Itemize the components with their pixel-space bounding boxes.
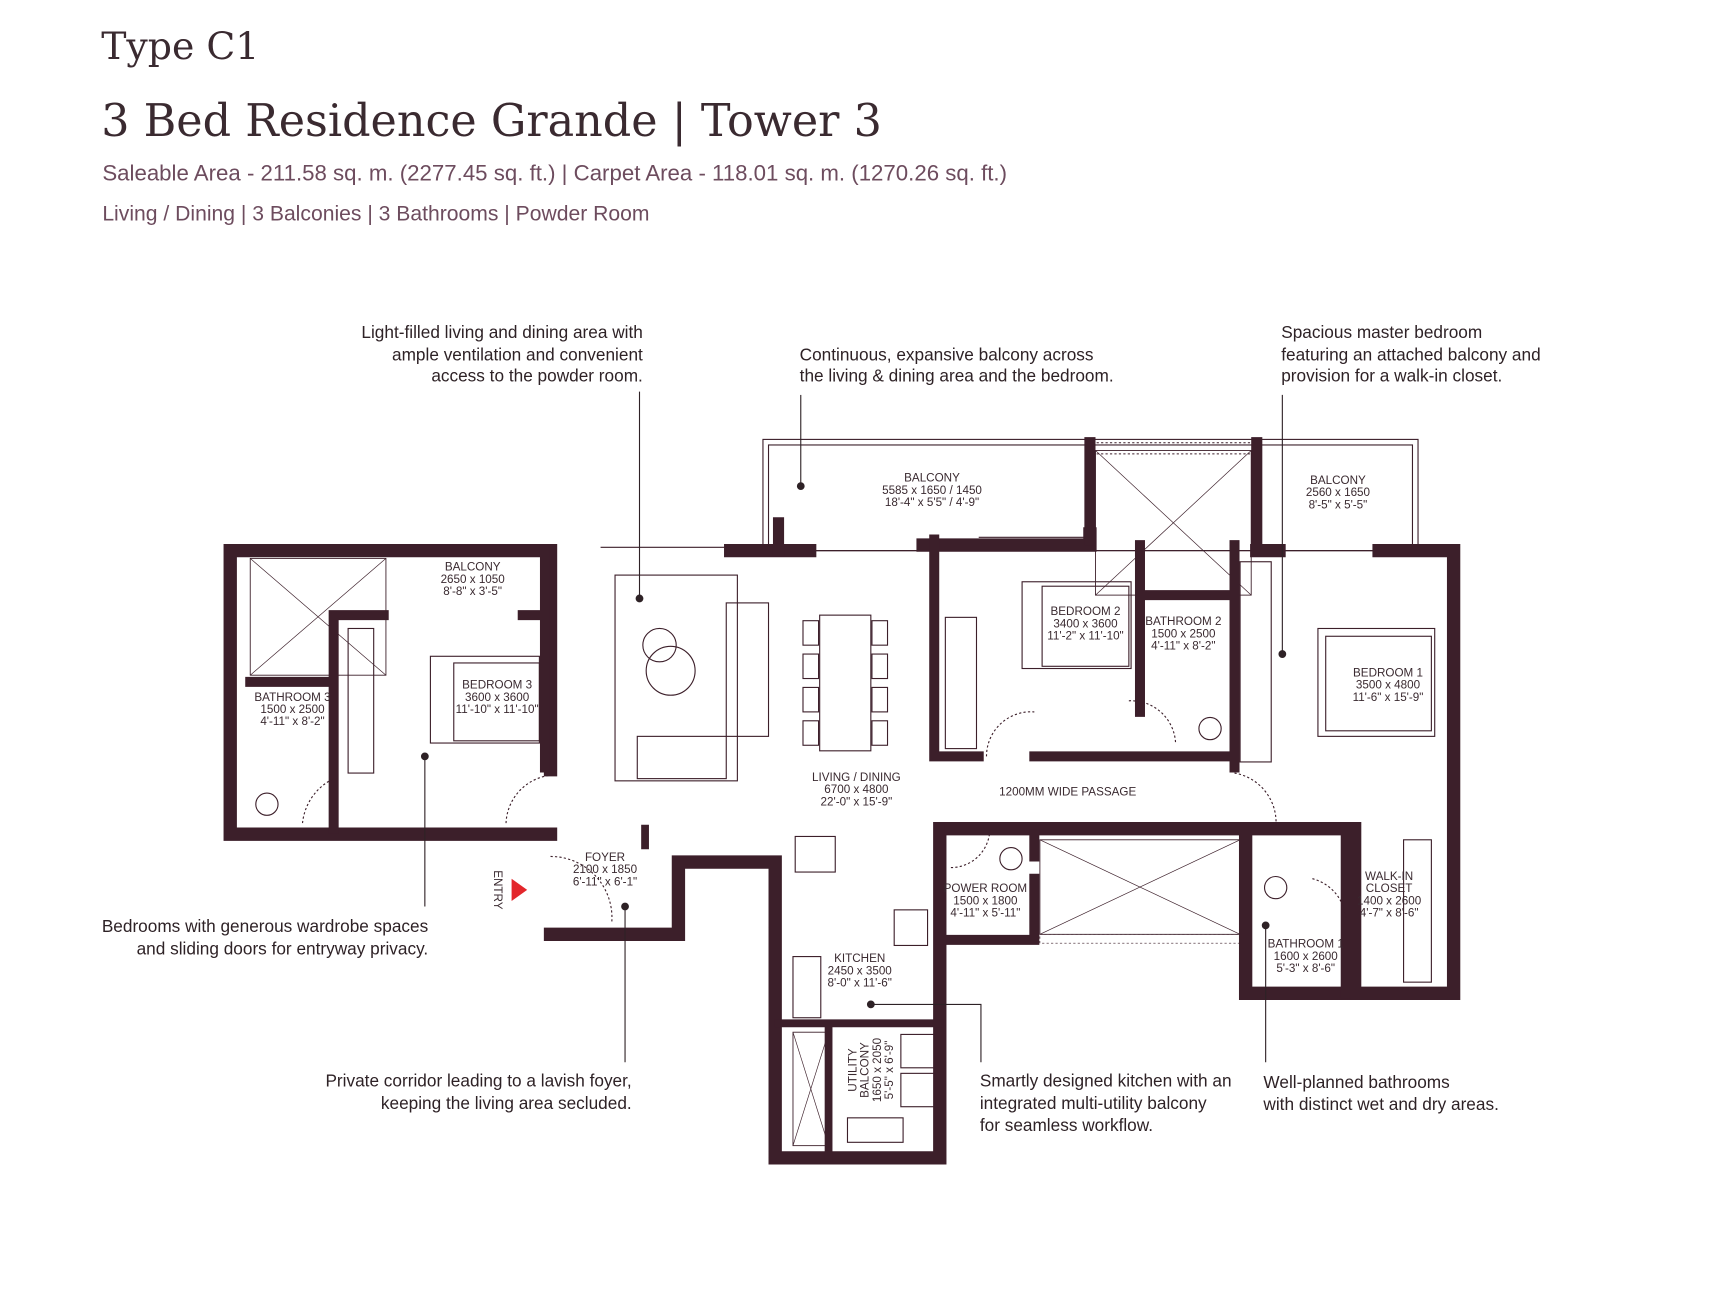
room-dims-ft: 11'-2" x 11'-10" xyxy=(1047,630,1123,643)
room-dims-mm: 3500 x 4800 xyxy=(1356,679,1421,692)
room-dims-ft: 8'-5" x 5'-5" xyxy=(1309,498,1368,511)
feature-summary: Living / Dining | 3 Balconies | 3 Bathro… xyxy=(102,202,649,225)
svg-text:Light-filled living and dining: Light-filled living and dining area with xyxy=(361,322,642,342)
room-name-bedroom3: BEDROOM 3 xyxy=(462,679,532,692)
unit-type: Type C1 xyxy=(101,24,259,68)
room-dims-ft: 18'-4" x 5'5" / 4'-9" xyxy=(885,496,979,509)
room-dims-mm: 6700 x 4800 xyxy=(824,783,889,796)
svg-text:and sliding doors for entryway: and sliding doors for entryway privacy. xyxy=(137,938,429,958)
room-name-power-room: POWER ROOM xyxy=(944,882,1028,895)
callout-kitchen: Smartly designed kitchen with an integra… xyxy=(980,1071,1232,1135)
callout-balcony: Continuous, expansive balcony across the… xyxy=(800,344,1114,385)
shaft-top xyxy=(1095,450,1252,596)
passage-label: 1200MM WIDE PASSAGE xyxy=(999,785,1136,798)
room-dims-ft: 4'-11" x 5'-11" xyxy=(950,907,1020,920)
room-name-bathroom3: BATHROOM 3 xyxy=(254,691,330,704)
room-name-utility-2: BALCONY xyxy=(859,1042,872,1098)
area-summary: Saleable Area - 211.58 sq. m. (2277.45 s… xyxy=(102,160,1007,185)
shaft-utility xyxy=(792,1031,830,1147)
room-dims-mm: 1500 x 2500 xyxy=(1151,627,1216,640)
room-dims-mm: 3400 x 3600 xyxy=(1053,617,1118,630)
room-dims-ft: 5'-3" x 8'-6" xyxy=(1276,962,1335,975)
svg-text:with distinct wet and dry area: with distinct wet and dry areas. xyxy=(1262,1094,1498,1114)
floor-plan: BALCONY 5585 x 1650 / 1450 18'-4" x 5'5"… xyxy=(223,437,1461,1165)
callout-bedrooms: Bedrooms with generous wardrobe spaces a… xyxy=(102,916,428,958)
room-dims-mm: 1650 x 2050 xyxy=(871,1037,884,1102)
room-name-balcony-master: BALCONY xyxy=(1310,474,1366,487)
svg-text:access to the powder room.: access to the powder room. xyxy=(431,366,643,386)
room-dims-mm: 2100 x 1850 xyxy=(573,863,638,876)
room-dims-ft: 11'-10" x 11'-10" xyxy=(456,703,539,716)
callout-corridor: Private corridor leading to a lavish foy… xyxy=(325,1071,631,1113)
callout-bathrooms: Well-planned bathrooms with distinct wet… xyxy=(1262,1072,1498,1114)
svg-text:Well-planned bathrooms: Well-planned bathrooms xyxy=(1263,1072,1449,1092)
shaft-lower xyxy=(1039,839,1241,944)
room-name-balcony-main: BALCONY xyxy=(904,472,960,485)
callout-master: Spacious master bedroom featuring an att… xyxy=(1281,322,1540,385)
room-dims-ft: 8'-0" x 11'-6" xyxy=(828,977,892,990)
room-name-utility: UTILITY xyxy=(846,1048,859,1092)
room-dims-mm: 1500 x 1800 xyxy=(953,894,1018,907)
entry-label: ENTRY xyxy=(491,870,504,910)
room-dims-mm: 2650 x 1050 xyxy=(441,573,506,586)
room-dims-mm: 1500 x 2500 xyxy=(260,703,325,716)
room-name-bathroom2: BATHROOM 2 xyxy=(1145,615,1221,628)
room-dims-ft: 22'-0" x 15'-9" xyxy=(821,795,893,808)
svg-text:integrated multi-utility balco: integrated multi-utility balcony xyxy=(980,1093,1207,1113)
room-dims-ft: 8'-8" x 3'-5" xyxy=(443,585,502,598)
room-dims-ft: 5'-5" x 6'-9" xyxy=(883,1041,896,1100)
room-dims-ft: 4'-11" x 8'-2" xyxy=(260,715,324,728)
room-name-balcony-bed3: BALCONY xyxy=(445,561,501,574)
svg-text:Private corridor leading to a: Private corridor leading to a lavish foy… xyxy=(325,1071,631,1091)
svg-text:ample ventilation and convenie: ample ventilation and convenient xyxy=(392,344,643,364)
room-name-foyer: FOYER xyxy=(585,851,625,864)
callout-living: Light-filled living and dining area with… xyxy=(361,322,643,385)
room-dims-ft: 6'-11" x 6'-1" xyxy=(573,875,637,888)
room-dims-mm: 3600 x 3600 xyxy=(465,691,530,704)
svg-text:provision for a walk-in closet: provision for a walk-in closet. xyxy=(1281,366,1502,386)
room-name-kitchen: KITCHEN xyxy=(834,952,885,965)
svg-text:keeping the living area seclud: keeping the living area secluded. xyxy=(381,1093,632,1113)
room-name-walkin: WALK-IN xyxy=(1365,870,1413,883)
room-dims-ft: 4'-7" x 8'-6" xyxy=(1360,907,1419,920)
svg-text:Bedrooms with generous wardrob: Bedrooms with generous wardrobe spaces xyxy=(102,916,428,936)
callout-leaders xyxy=(420,391,1287,1063)
svg-text:Spacious master bedroom: Spacious master bedroom xyxy=(1281,322,1482,342)
svg-text:Smartly designed kitchen with: Smartly designed kitchen with an xyxy=(980,1071,1232,1091)
room-dims-mm: 2560 x 1650 xyxy=(1306,486,1371,499)
furniture xyxy=(255,561,1436,1143)
room-name-bedroom2: BEDROOM 2 xyxy=(1051,605,1121,618)
page-title: 3 Bed Residence Grande | Tower 3 xyxy=(101,96,882,147)
svg-text:for seamless workflow.: for seamless workflow. xyxy=(980,1115,1153,1135)
room-name-living: LIVING / DINING xyxy=(812,771,901,784)
room-name-bathroom1: BATHROOM 1 xyxy=(1268,938,1344,951)
room-dims-ft: 11'-6" x 15'-9" xyxy=(1353,691,1424,704)
room-dims-ft: 4'-11" x 8'-2" xyxy=(1151,640,1215,653)
room-dims-mm: 5585 x 1650 / 1450 xyxy=(882,484,982,497)
entry-arrow-icon xyxy=(511,878,528,901)
room-dims-mm: 2450 x 3500 xyxy=(828,964,893,977)
room-name-walkin-2: CLOSET xyxy=(1366,882,1413,895)
svg-text:Continuous, expansive balcony: Continuous, expansive balcony across xyxy=(800,344,1094,364)
svg-text:the living & dining area and t: the living & dining area and the bedroom… xyxy=(800,366,1114,386)
room-dims-mm: 1600 x 2600 xyxy=(1274,950,1339,963)
room-dims-mm: 1400 x 2600 xyxy=(1357,894,1422,907)
svg-text:featuring an attached balcony: featuring an attached balcony and xyxy=(1281,344,1540,364)
room-name-bedroom1: BEDROOM 1 xyxy=(1353,666,1423,679)
